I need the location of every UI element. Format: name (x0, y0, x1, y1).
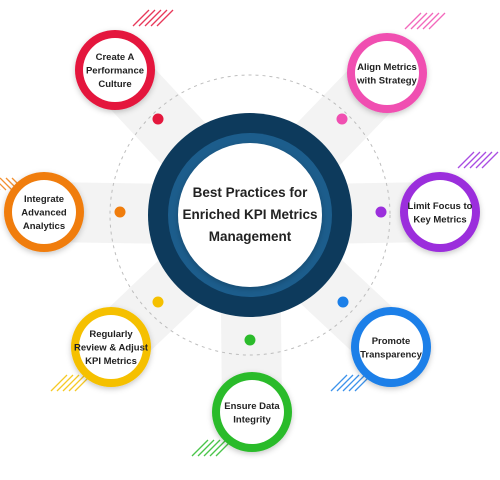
integrate-advanced-analytics-label-line-1: Integrate (24, 194, 64, 205)
dashed-orbit (109, 74, 391, 356)
ensure-data-integrity-disc (220, 380, 284, 444)
ensure-data-integrity-connector-dot (244, 334, 256, 346)
center-inner-disc (178, 143, 322, 287)
create-a-performance-culture-label-line-1: Create A (96, 52, 135, 63)
limit-focus-to-key-metrics-connector-dot (375, 206, 387, 218)
integrate-advanced-analytics-label-line-2: Advanced (21, 208, 67, 219)
center-title-line-3: Management (209, 229, 292, 244)
promote-transparency-label-line-1: Promote (372, 336, 411, 347)
create-a-performance-culture-hatch-decoration (132, 9, 174, 27)
create-a-performance-culture-label-line-3: Culture (98, 79, 131, 90)
align-metrics-with-strategy-connector-dot (336, 113, 348, 125)
create-a-performance-culture-connector-dot (152, 113, 164, 125)
limit-focus-to-key-metrics-hatch-decoration (457, 151, 499, 169)
align-metrics-with-strategy-hatch-decoration (404, 12, 446, 30)
limit-focus-to-key-metrics-label-line-2: Key Metrics (413, 214, 466, 225)
limit-focus-to-key-metrics-label-line-1: Limit Focus to (408, 201, 473, 212)
integrate-advanced-analytics-label-line-3: Analytics (23, 221, 65, 232)
regularly-review-adjust-kpi-metrics-connector-dot (152, 296, 164, 308)
limit-focus-to-key-metrics-disc (408, 180, 472, 244)
align-metrics-with-strategy-label-line-2: with Strategy (356, 75, 417, 86)
regularly-review-adjust-kpi-metrics-disc (79, 315, 143, 379)
regularly-review-adjust-kpi-metrics-label-line-1: Regularly (89, 329, 133, 340)
center-title-line-2: Enriched KPI Metrics (182, 207, 317, 222)
ensure-data-integrity-label-line-2: Integrity (233, 414, 271, 425)
limit-focus-to-key-metrics-node: Limit Focus to Key Metrics (400, 151, 499, 252)
align-metrics-with-strategy-disc (355, 41, 419, 105)
promote-transparency-disc (359, 315, 423, 379)
integrate-advanced-analytics-disc (12, 180, 76, 244)
regularly-review-adjust-kpi-metrics-hatch-decoration (50, 374, 92, 392)
promote-transparency-connector-dot (337, 296, 349, 308)
create-a-performance-culture-label-line-2: Performance (86, 66, 144, 77)
create-a-performance-culture-disc (83, 38, 147, 102)
ensure-data-integrity-label-line-1: Ensure Data (224, 401, 280, 412)
integrate-advanced-analytics-connector-dot (114, 206, 126, 218)
ensure-data-integrity-hatch-decoration (191, 439, 233, 457)
center-hub: Best Practices for Enriched KPI Metrics … (148, 113, 352, 317)
center-title-line-1: Best Practices for (193, 185, 309, 200)
align-metrics-with-strategy-label-line-1: Align Metrics (357, 62, 417, 73)
align-metrics-with-strategy-node: Align Metrics with Strategy (347, 12, 446, 113)
regularly-review-adjust-kpi-metrics-label-line-3: KPI Metrics (85, 356, 137, 367)
promote-transparency-hatch-decoration (330, 374, 372, 392)
promote-transparency-label-line-2: Transparency (360, 349, 422, 360)
regularly-review-adjust-kpi-metrics-label-line-2: Review & Adjust (74, 343, 149, 354)
